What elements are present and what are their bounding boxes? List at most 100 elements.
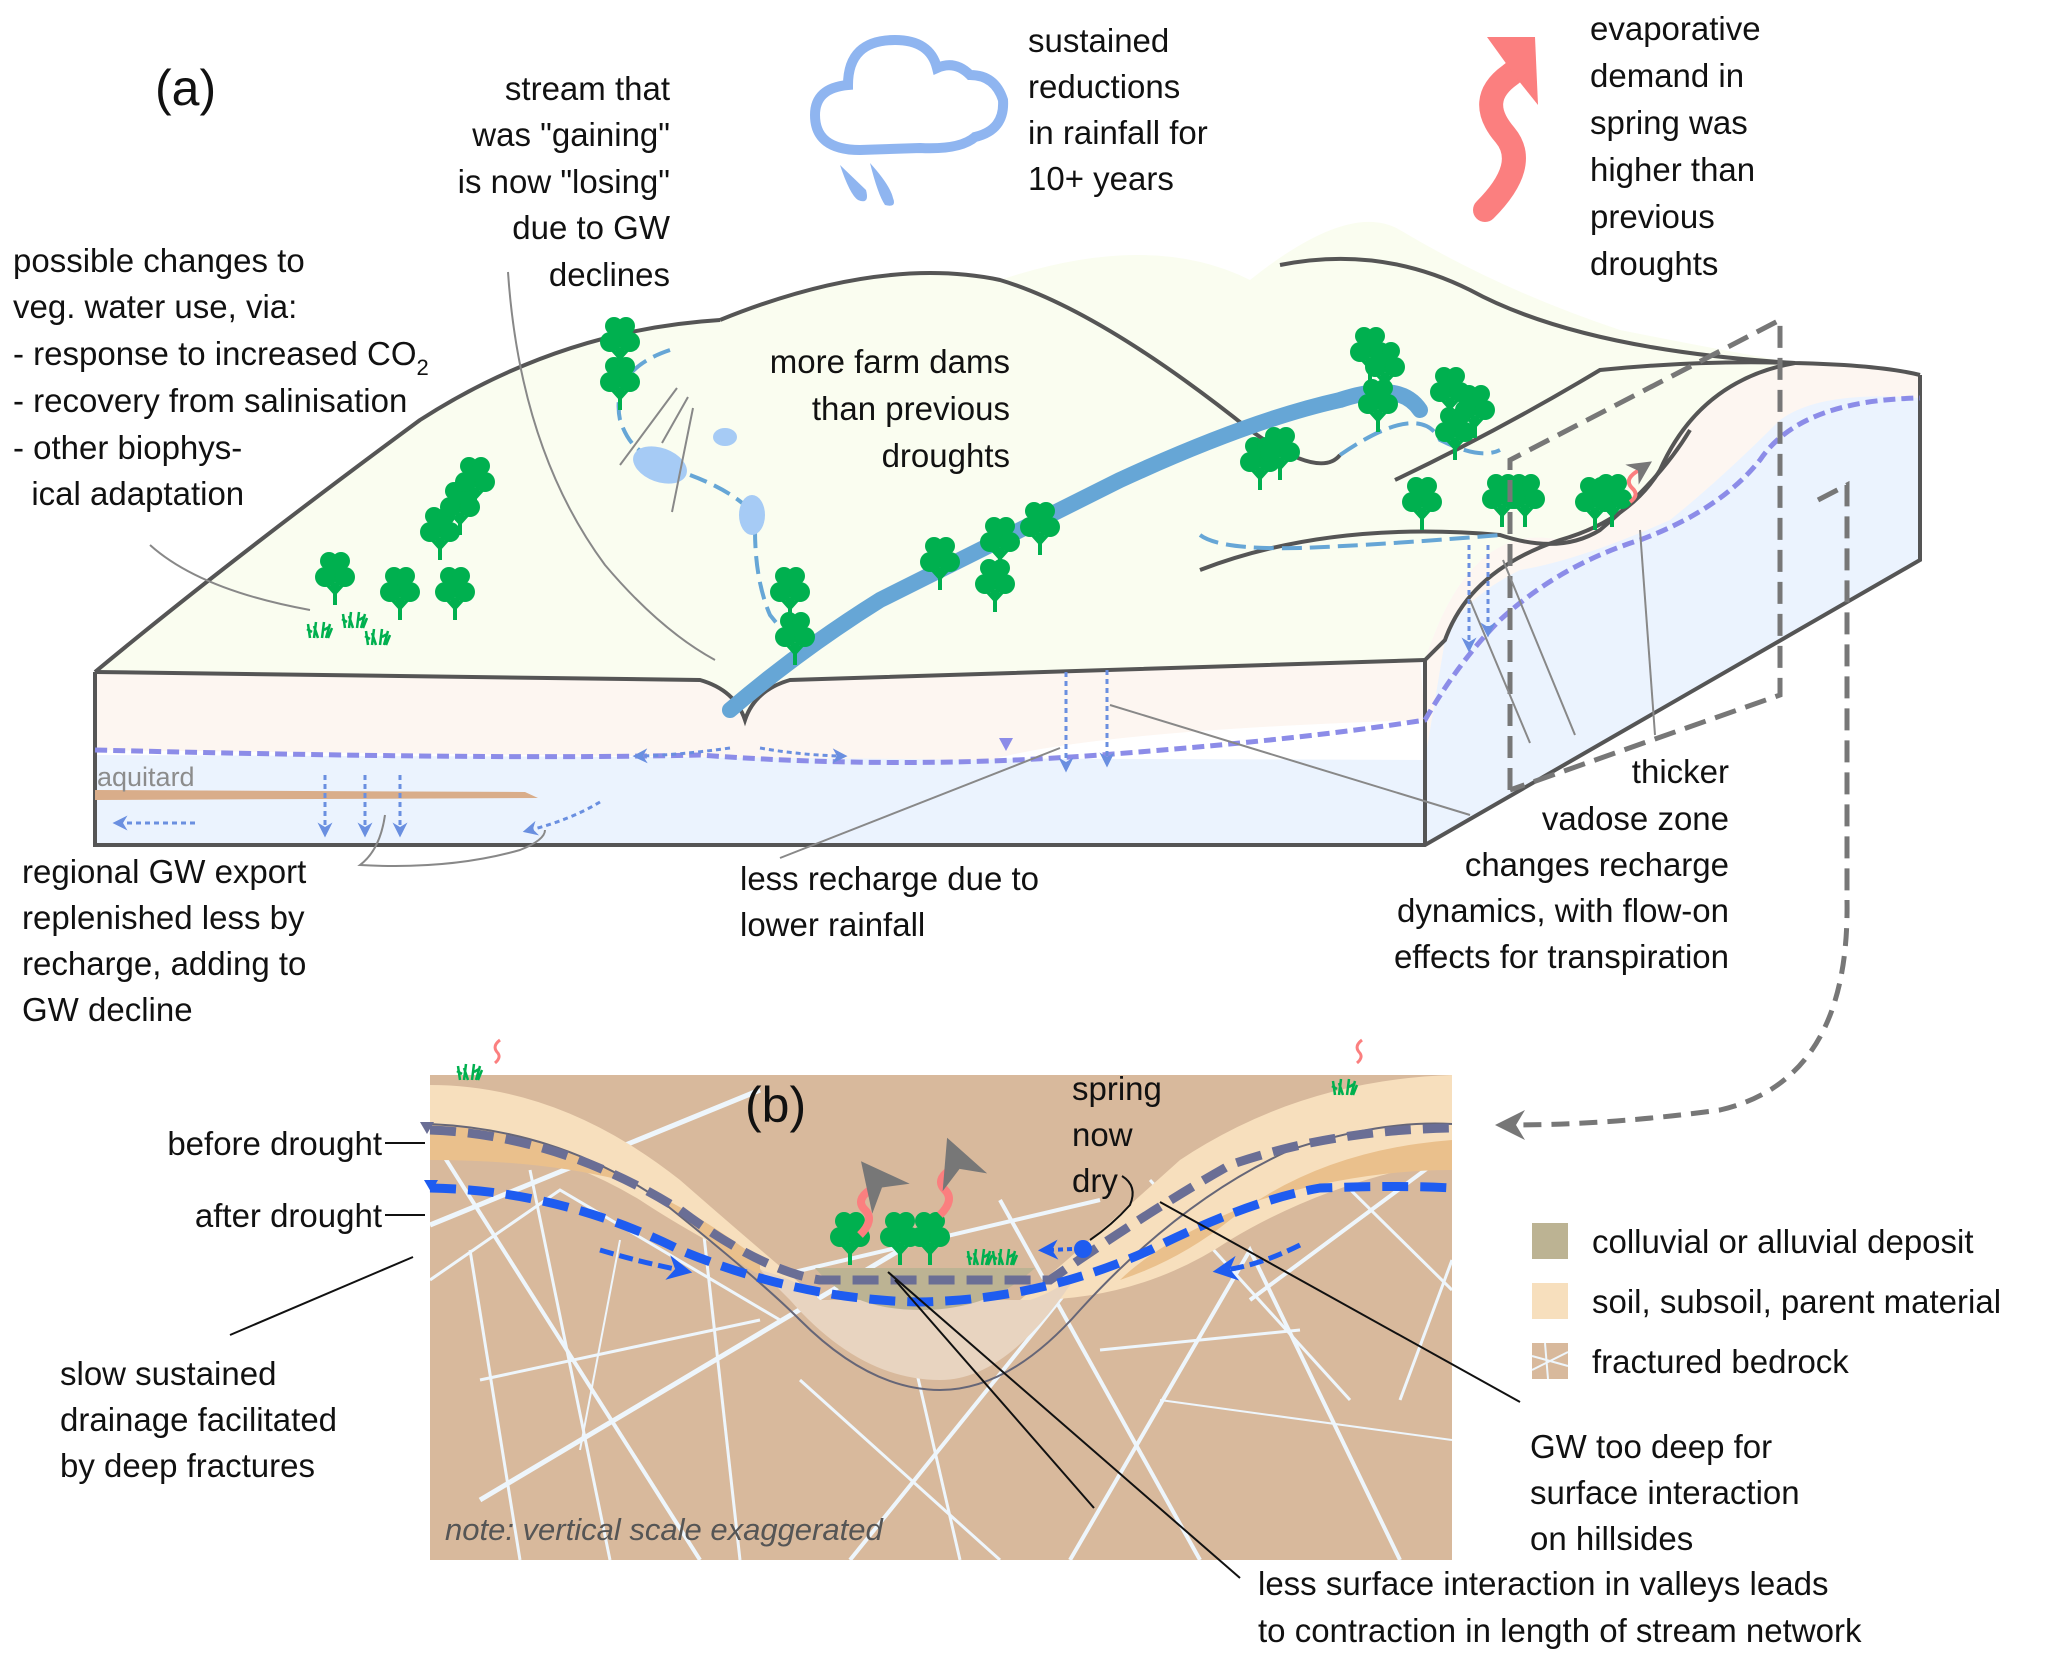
svg-text:- recovery from salinisation: - recovery from salinisation xyxy=(13,382,407,419)
svg-text:stream that: stream that xyxy=(505,70,670,107)
svg-text:is now "losing": is now "losing" xyxy=(458,163,670,200)
weathered-layer-right xyxy=(1120,1140,1452,1280)
panel-b-cross-section xyxy=(420,1038,1453,1560)
svg-text:possible changes to: possible changes to xyxy=(13,242,305,279)
label-after-drought: after drought xyxy=(195,1197,382,1234)
svg-text:due to GW: due to GW xyxy=(512,209,671,246)
evaporation-icon xyxy=(857,1161,910,1238)
vadose-zone-front xyxy=(95,660,1425,760)
evaporation-icon xyxy=(937,1137,988,1218)
annotation-vadose: thicker vadose zone changes recharge dyn… xyxy=(1394,753,1729,975)
upper-tributary xyxy=(1338,421,1501,457)
svg-text:sustained: sustained xyxy=(1028,22,1169,59)
svg-text:lower rainfall: lower rainfall xyxy=(740,906,925,943)
flow-arrow-left xyxy=(632,746,731,764)
legend-item-bedrock: fractured bedrock xyxy=(1531,1342,1849,1380)
spring-flow-arrow xyxy=(1038,1239,1073,1260)
water-table-marker xyxy=(999,738,1013,751)
annotation-regional-export: regional GW export replenished less by r… xyxy=(22,853,306,1028)
farm-dam xyxy=(713,428,737,446)
right-side-face xyxy=(1425,363,1920,845)
legend-item-colluvial: colluvial or alluvial deposit xyxy=(1532,1223,1974,1260)
evaporation-icon xyxy=(493,1038,501,1065)
annotation-gw-too-deep: GW too deep for surface interaction on h… xyxy=(1530,1428,1800,1557)
rain-cloud-icon xyxy=(809,34,1009,206)
evaporation-small-icon xyxy=(1625,461,1652,504)
section-indicator-back xyxy=(1816,480,1850,900)
evaporation-icon xyxy=(1355,1038,1363,1065)
svg-text:10+ years: 10+ years xyxy=(1028,160,1174,197)
svg-text:changes recharge: changes recharge xyxy=(1465,846,1729,883)
right-side-vadose xyxy=(1425,363,1920,760)
saturated-zone-front xyxy=(95,755,1425,845)
svg-text:spring: spring xyxy=(1072,1070,1162,1107)
svg-text:on hillsides: on hillsides xyxy=(1530,1520,1693,1557)
valley-fill xyxy=(760,1270,1080,1380)
link-arrow-to-panel-b xyxy=(1495,899,1850,1140)
svg-text:colluvial or alluvial deposit: colluvial or alluvial deposit xyxy=(1592,1223,1974,1260)
drainage-arrow-left xyxy=(599,1247,693,1280)
gw-after-drought xyxy=(429,1182,1453,1307)
evaporation-arrow-icon xyxy=(1473,37,1538,222)
annotation-less-surface: less surface interaction in valleys lead… xyxy=(1258,1565,1862,1649)
svg-text:higher than: higher than xyxy=(1590,151,1755,188)
annotation-spring-dry: spring now dry xyxy=(1072,1070,1162,1199)
svg-text:dry: dry xyxy=(1072,1162,1118,1199)
svg-text:droughts: droughts xyxy=(882,437,1010,474)
svg-text:less surface interaction in va: less surface interaction in valleys lead… xyxy=(1258,1565,1828,1602)
gw-before-marker xyxy=(420,1122,434,1134)
annotation-less-recharge: less recharge due to lower rainfall xyxy=(740,860,1039,943)
svg-text:now: now xyxy=(1072,1116,1133,1153)
svg-text:than previous: than previous xyxy=(812,390,1010,427)
svg-text:declines: declines xyxy=(549,256,670,293)
svg-text:to contraction in length of st: to contraction in length of stream netwo… xyxy=(1258,1612,1862,1649)
flow-arrow-curved xyxy=(522,800,601,836)
svg-text:regional GW export: regional GW export xyxy=(22,853,306,890)
svg-text:dynamics, with flow-on: dynamics, with flow-on xyxy=(1397,892,1729,929)
flow-arrow-right xyxy=(759,746,848,764)
note-vertical-scale: note: vertical scale exaggerated xyxy=(445,1512,884,1547)
svg-text:soil, subsoil, parent material: soil, subsoil, parent material xyxy=(1592,1283,2001,1320)
weathered-layer xyxy=(430,1124,760,1275)
svg-text:reductions: reductions xyxy=(1028,68,1180,105)
main-stream xyxy=(722,384,1428,718)
svg-text:veg. water use, via:: veg. water use, via: xyxy=(13,288,297,325)
svg-text:was "gaining": was "gaining" xyxy=(471,116,670,153)
svg-text:vadose zone: vadose zone xyxy=(1542,800,1729,837)
svg-text:in rainfall for: in rainfall for xyxy=(1028,114,1208,151)
farm-dam xyxy=(633,446,687,484)
legend: colluvial or alluvial deposit soil, subs… xyxy=(1531,1223,2001,1380)
tributary-stream xyxy=(1198,533,1501,551)
svg-text:slow sustained: slow sustained xyxy=(60,1355,276,1392)
gw-after-marker xyxy=(424,1180,438,1192)
dry-spring-marker xyxy=(1074,1240,1092,1258)
aquitard-layer xyxy=(95,790,538,800)
drainage-arrow-right xyxy=(1212,1242,1302,1281)
annotation-veg-water-use: possible changes to veg. water use, via:… xyxy=(13,242,429,512)
aquitard-label: aquitard xyxy=(97,762,195,792)
water-table-a xyxy=(94,395,1921,765)
svg-text:thicker: thicker xyxy=(1632,753,1729,790)
svg-text:recharge, adding to: recharge, adding to xyxy=(22,945,306,982)
farm-dam xyxy=(739,495,765,535)
legend-swatch xyxy=(1532,1283,1568,1319)
annotation-evaporative: evaporative demand in spring was higher … xyxy=(1590,10,1761,282)
section-indicator xyxy=(1507,315,1783,793)
panel-b-label: (b) xyxy=(745,1077,806,1133)
gw-before-drought xyxy=(429,1123,1453,1285)
annotation-slow-drainage: slow sustained drainage facilitated by d… xyxy=(60,1355,337,1484)
svg-text:evaporative: evaporative xyxy=(1590,10,1761,47)
svg-text:by deep fractures: by deep fractures xyxy=(60,1447,315,1484)
panel-a-label: (a) xyxy=(155,60,216,116)
panel-a-block-diagram: aquitard xyxy=(93,221,1922,1140)
svg-text:droughts: droughts xyxy=(1590,245,1718,282)
svg-text:GW too deep for: GW too deep for xyxy=(1530,1428,1772,1465)
svg-text:spring was: spring was xyxy=(1590,104,1748,141)
svg-text:GW decline: GW decline xyxy=(22,991,193,1028)
annotation-farm-dams: more farm dams than previous droughts xyxy=(770,343,1010,474)
svg-text:demand in: demand in xyxy=(1590,57,1744,94)
svg-text:- response to increased CO2: - response to increased CO2 xyxy=(13,335,429,380)
svg-text:ical adaptation: ical adaptation xyxy=(13,475,244,512)
annotation-stream: stream that was "gaining" is now "losing… xyxy=(458,70,671,293)
